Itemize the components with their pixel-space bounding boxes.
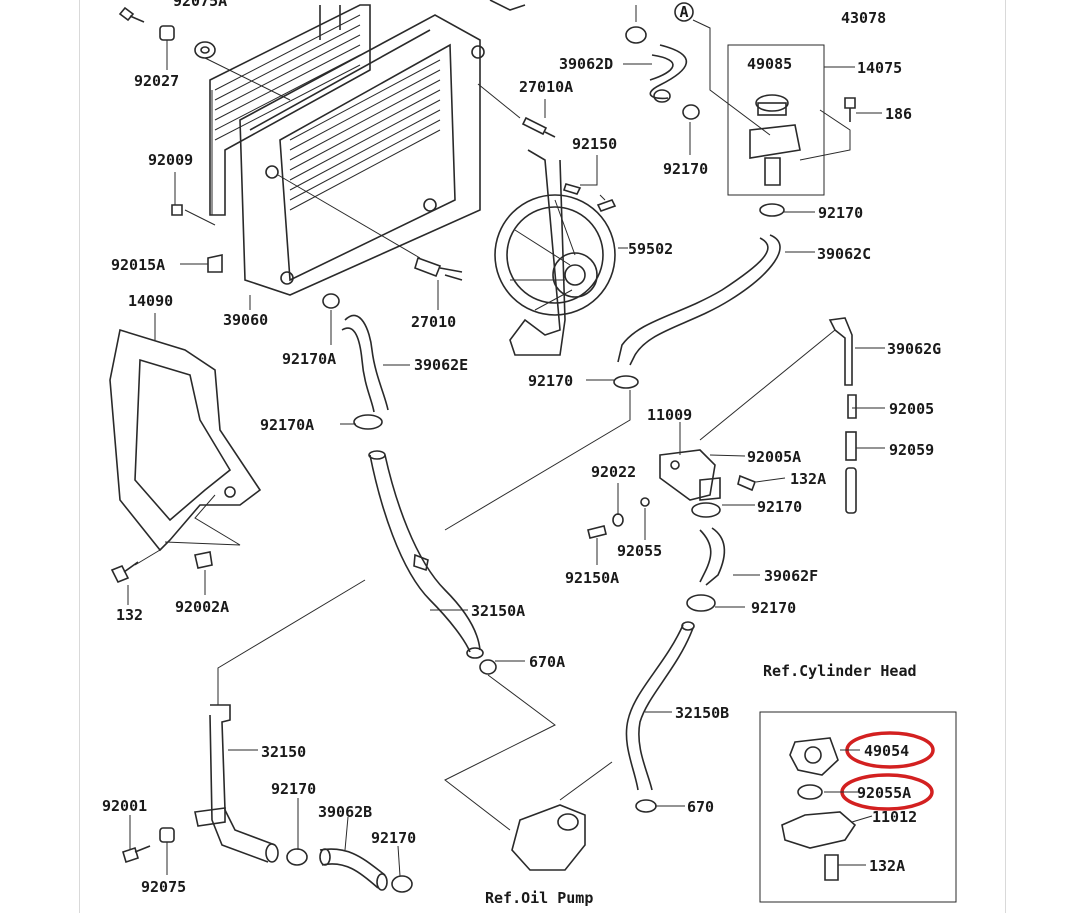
label-92170-lower-right: 92170 [751,599,796,617]
bolt-92001-icon [122,845,151,864]
washer-92022-icon [612,513,624,527]
clamp-92170-icon [682,104,785,217]
label-39062C: 39062C [817,245,871,263]
label-14090: 14090 [128,292,173,310]
pipe-39062G [828,317,857,514]
callout-A-text: A [679,3,688,21]
oil-pump-housing [511,804,586,871]
label-132A-lower: 132A [869,857,905,875]
label-32150: 32150 [261,743,306,761]
label-186: 186 [885,105,912,123]
label-14075: 14075 [857,59,902,77]
label-92005: 92005 [889,400,934,418]
label-92170-top: 92170 [663,160,708,178]
sensor-27010A-icon [521,116,556,138]
label-39062G: 39062G [887,340,941,358]
label-49085: 49085 [747,55,792,73]
grommet-icon [194,41,216,59]
clip-92015A-icon [207,254,223,273]
label-132A-upper: 132A [790,470,826,488]
label-92150A: 92150A [565,569,619,587]
bolt-132A-icon [737,474,757,492]
label-92170-mid: 92170 [528,372,573,390]
label-ref-cylinder-head: Ref.Cylinder Head [763,662,917,680]
label-92170A-lower: 92170A [260,416,314,434]
bolt-132-icon [110,561,139,584]
bolt-92002A-icon [194,551,213,569]
label-43078: 43078 [841,9,886,27]
callout-A: A [674,2,694,22]
label-92015A: 92015A [111,256,165,274]
hose-39062B [319,848,388,891]
clamp-92170-lower-icon [286,848,413,893]
label-39062E: 39062E [414,356,468,374]
reservoir-box-49085 [727,44,825,196]
collar-92075-icon [159,827,175,843]
label-92170-lower-left: 92170 [271,780,316,798]
bolt-92075A-icon [118,6,145,23]
label-32150B: 32150B [675,704,729,722]
label-92170-reservoir: 92170 [818,204,863,222]
label-132: 132 [116,606,143,624]
label-92150: 92150 [572,135,617,153]
pipe-32150A [368,450,497,675]
label-92002A: 92002A [175,598,229,616]
thermostat-housing-11009 [659,449,721,501]
label-92170-thermostat: 92170 [757,498,802,516]
label-27010: 27010 [411,313,456,331]
radiator-bracket-14090 [109,328,262,552]
label-92009: 92009 [148,151,193,169]
sensor-27010-icon [414,256,463,281]
cooling-fan-59502 [494,149,616,356]
label-92022: 92022 [591,463,636,481]
collar-92027-icon [159,25,175,41]
oring-92055-icon [640,497,650,507]
label-670: 670 [687,798,714,816]
label-92005A: 92005A [747,448,801,466]
hose-39062E [322,293,389,430]
label-92059: 92059 [889,441,934,459]
label-92170-bottom: 92170 [371,829,416,847]
hose-39062F [686,502,726,612]
label-32150A: 32150A [471,602,525,620]
label-92001: 92001 [102,797,147,815]
label-ref-oil-pump: Ref.Oil Pump [485,889,593,907]
label-670A: 670A [529,653,565,671]
clamp-top-icon [489,0,647,44]
label-92075: 92075 [141,878,186,896]
label-92075A: 92075A [173,0,227,10]
label-59502: 59502 [628,240,673,258]
label-39062B: 39062B [318,803,372,821]
label-11009: 11009 [647,406,692,424]
leader-lines [127,5,885,877]
label-92170A-upper: 92170A [282,350,336,368]
bolt-92009-icon [171,204,183,216]
label-11012: 11012 [872,808,917,826]
diagram-frame [79,0,1006,913]
label-92055: 92055 [617,542,662,560]
bolt-186-icon [844,97,856,122]
label-39062D: 39062D [559,55,613,73]
label-39060: 39060 [223,311,268,329]
hose-39062C [613,234,781,389]
label-49054: 49054 [864,742,909,760]
pipe-32150 [194,704,279,863]
label-39062F: 39062F [764,567,818,585]
cylinder-head-inset [759,711,957,903]
hose-39062D [649,44,688,103]
part-labels: 92075A 43078 92027 39062D 27010A 49085 1… [102,0,941,907]
radiator-grille [209,4,371,216]
bolt-92150A-icon [587,525,607,539]
label-27010A: 27010A [519,78,573,96]
label-92027: 92027 [134,72,179,90]
radiator-core [239,5,485,296]
bolt-92150-icon [562,183,617,212]
label-92055A: 92055A [857,784,911,802]
